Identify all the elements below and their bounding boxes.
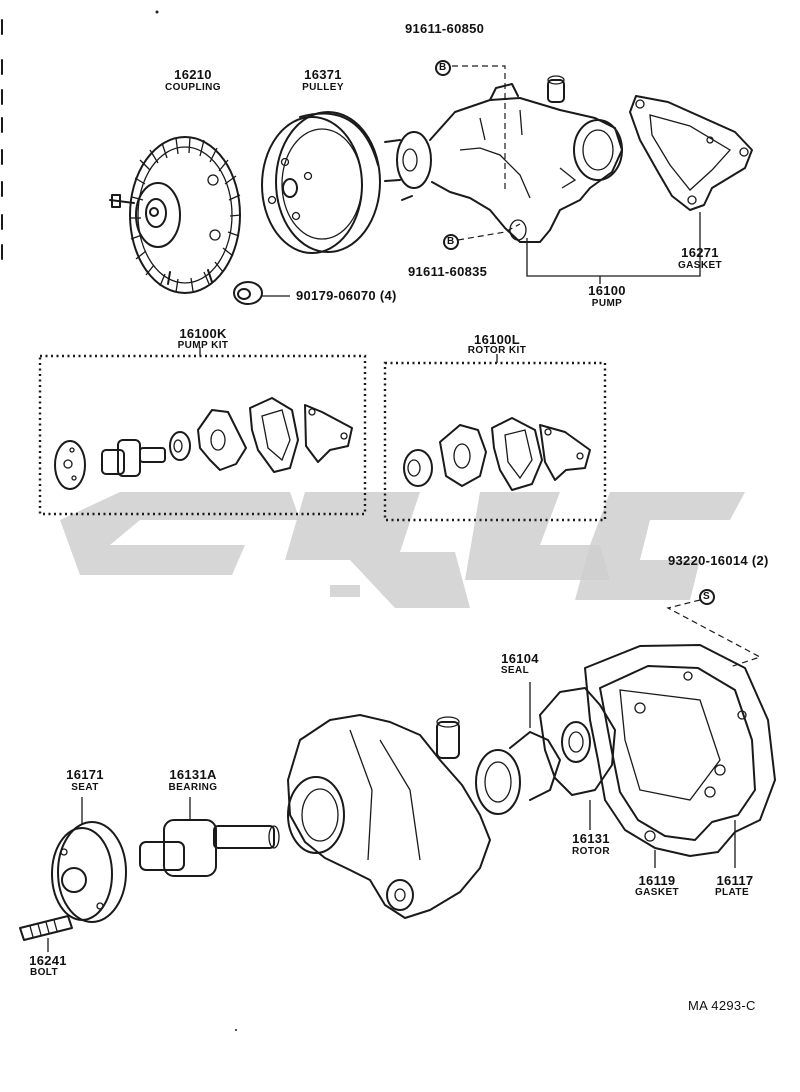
bolt-drawing [19,915,73,952]
pulley-number: 16371 [304,67,342,82]
pulley-name: PULLEY [302,82,344,93]
coupling-number: 16210 [174,67,212,82]
scan-speck [155,10,159,14]
bolt-top-b-number: 91611-60850 [405,21,485,36]
rotor-drawing [529,682,616,830]
pump-kit-box [38,347,367,516]
top-leader-lines [435,60,701,284]
water-pump-top-drawing [384,75,623,243]
pump-kit-name: PUMP KIT [177,340,229,351]
bearing-drawing [139,797,280,877]
seat-name: SEAT [71,782,99,793]
pump-name: PUMP [591,298,623,309]
seat-drawing [51,797,127,923]
pump-number: 16100 [588,283,626,298]
rotor-kit-number: 16100L [474,332,520,347]
plate-number: 16117 [716,873,754,888]
plate-gasket-drawing [584,644,776,868]
watermark-logo [60,492,745,608]
fan-coupling-drawing [109,136,242,294]
coupling-name: COUPLING [165,82,221,93]
diagram-code: MA 4293-C [688,998,756,1013]
rotor-number: 16131 [572,831,610,846]
gasket-top-drawing [629,95,753,211]
seal-number: 16104 [501,651,539,666]
bolt-number: 16241 [29,953,67,968]
rotor-kit-name: ROTOR KIT [467,345,527,356]
stud-s-symbol: S [703,591,711,602]
plate-name: PLATE [714,887,750,898]
nut-drawing [233,281,290,305]
scan-speck [235,1029,237,1031]
gasket-bottom-name: GASKET [634,887,680,898]
nut-number: 90179-06070 (4) [296,288,397,303]
pump-kit-number: 16100K [179,326,227,341]
gasket-top-number: 16271 [681,245,719,260]
bolt-bottom-b-number: 91611-60835 [408,264,488,279]
bolt-top-b-symbol: B [439,62,447,73]
bearing-name: BEARING [168,782,218,793]
seat-number: 16171 [66,767,104,782]
bearing-number: 16131A [169,767,217,782]
seal-name: SEAL [500,665,530,676]
stud-leader-lines [666,589,762,668]
stud-s-number: 93220-16014 (2) [668,553,769,568]
gasket-top-name: GASKET [677,260,723,271]
pulley-drawing [261,111,381,254]
rotor-name: ROTOR [572,846,610,857]
bolt-bottom-b-symbol: B [447,236,455,247]
rotor-kit-box [383,354,607,522]
gasket-bottom-number: 16119 [638,873,676,888]
bolt-name: BOLT [29,967,59,978]
water-pump-body-drawing [287,714,561,919]
